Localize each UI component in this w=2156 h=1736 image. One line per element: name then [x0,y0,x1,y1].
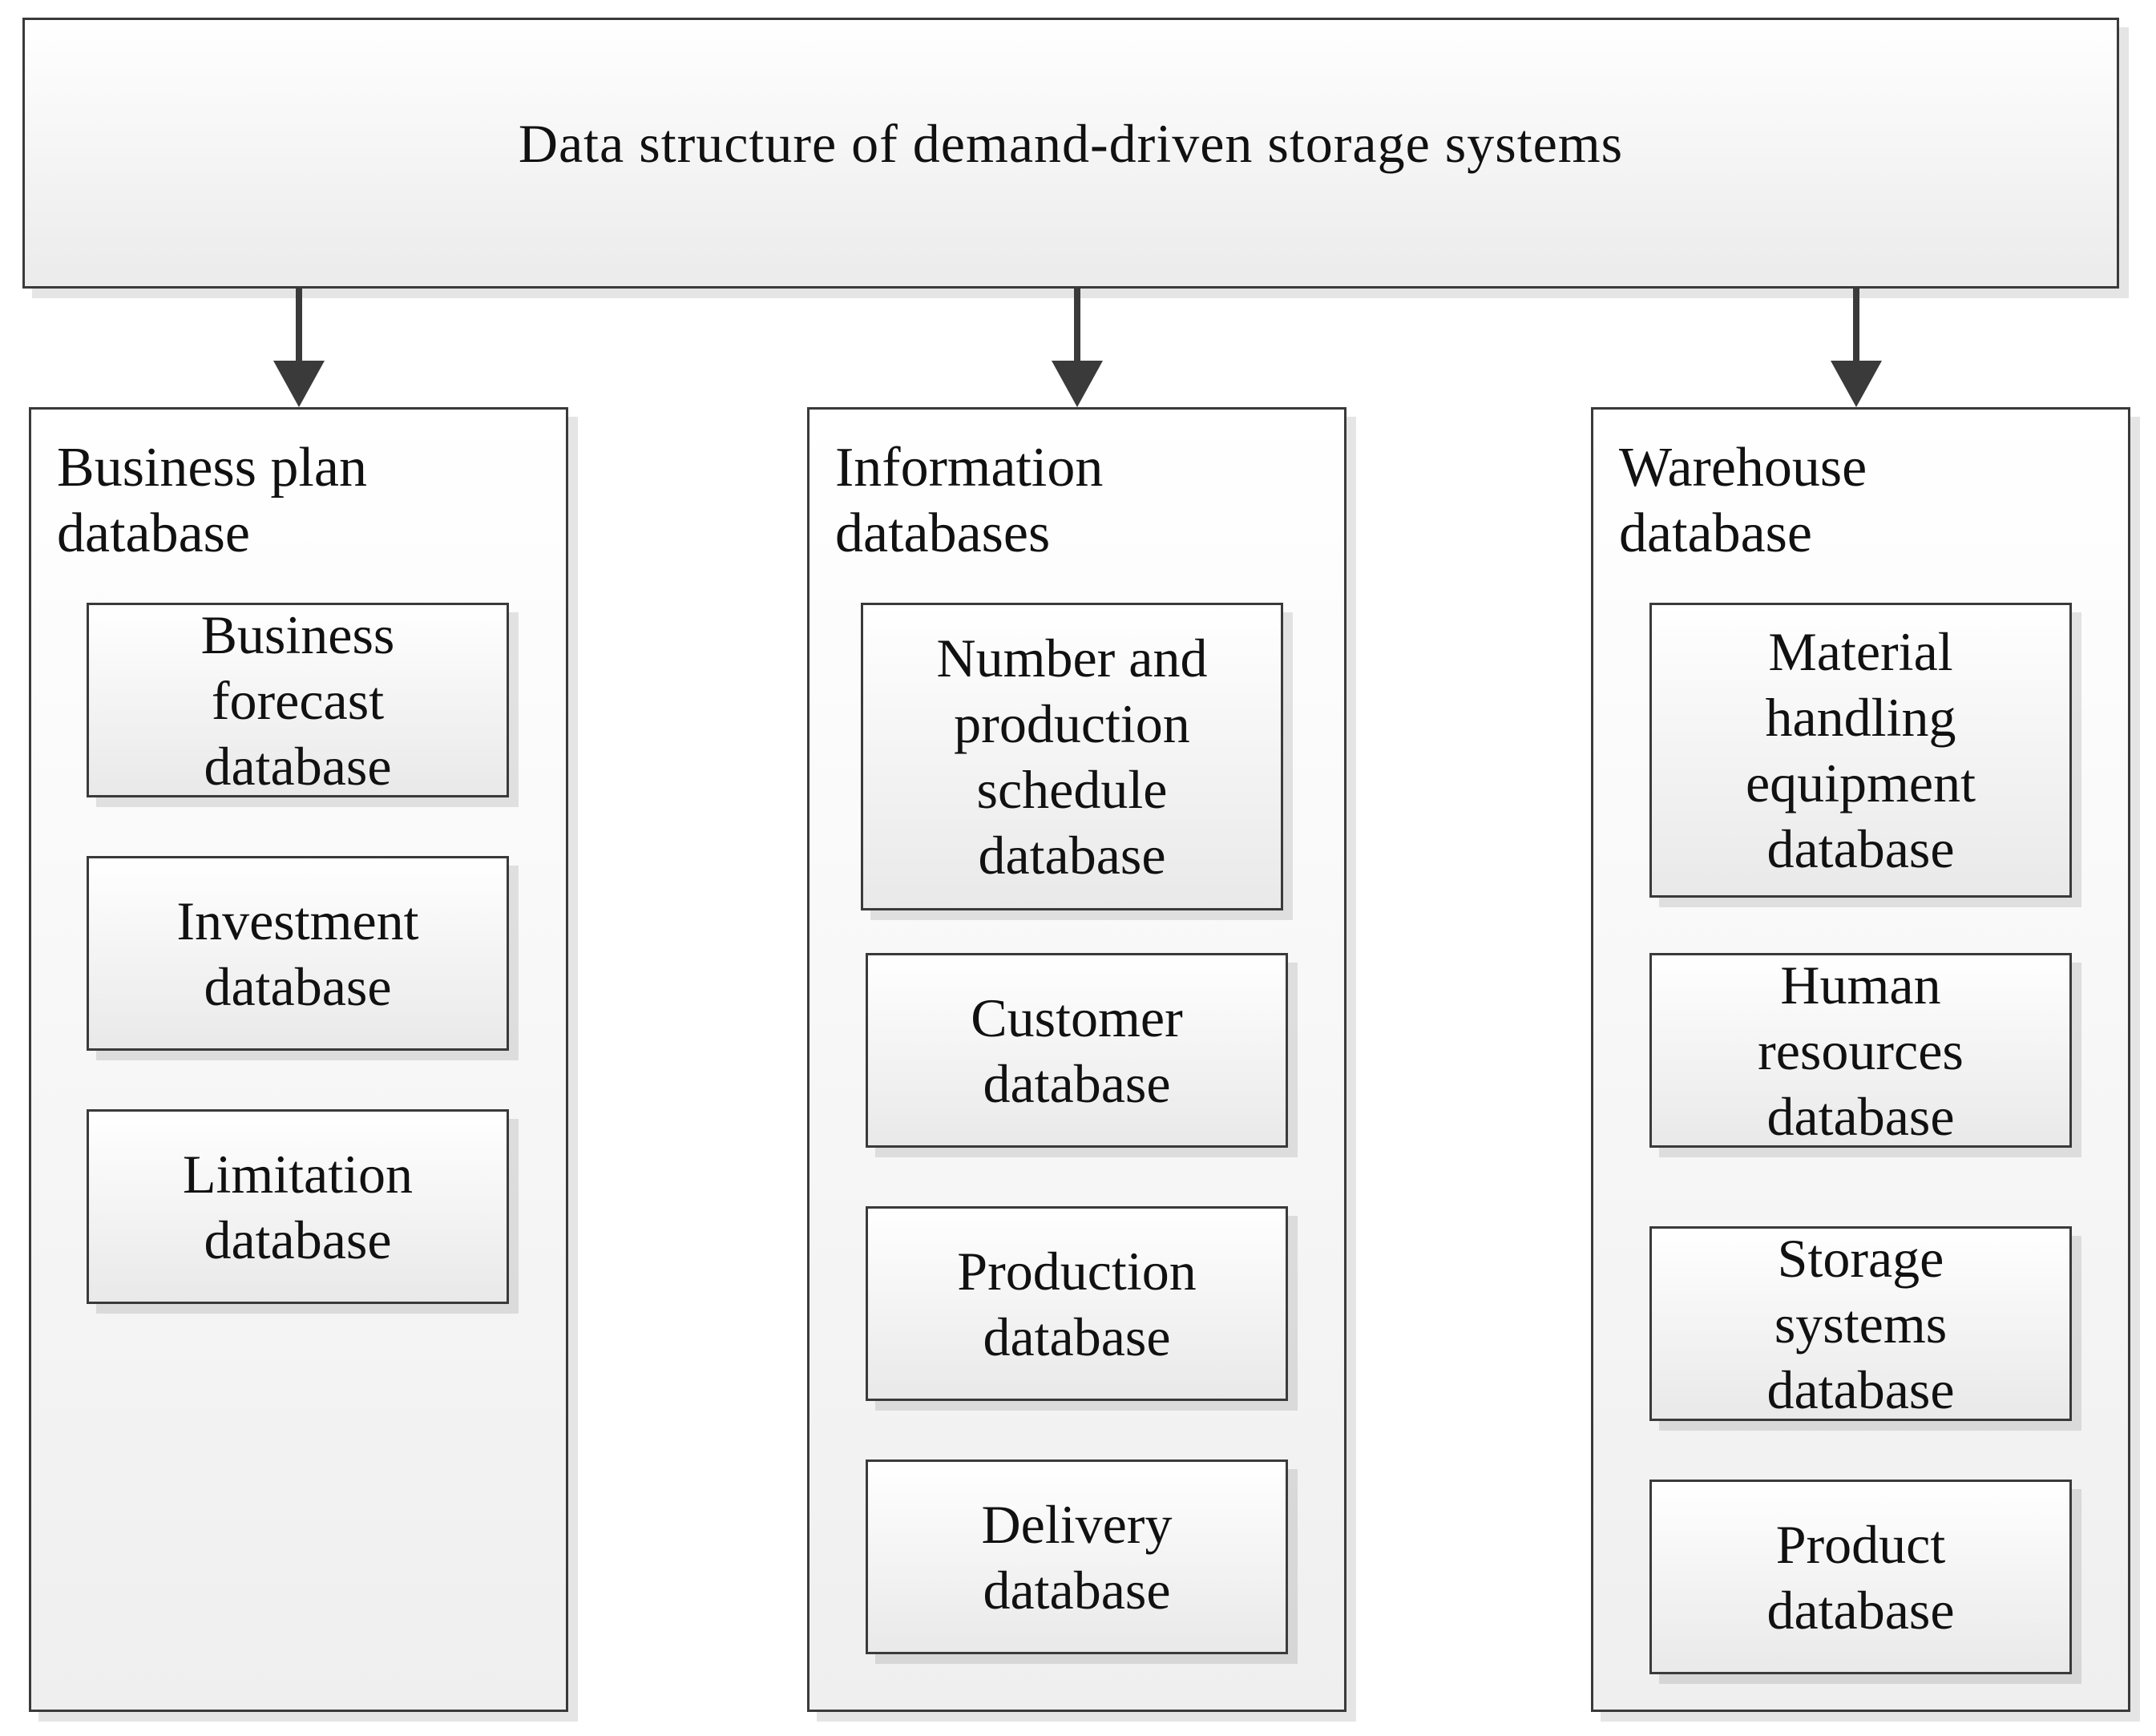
arrowhead-information [1052,361,1103,407]
production-database-node: Production database [866,1206,1288,1401]
business-forecast-database-node: Business forecast database [87,603,509,797]
node-label: Product database [1766,1513,1955,1641]
node-label: Human resources database [1758,954,1964,1147]
customer-database-node: Customer database [866,953,1288,1148]
storage-systems-database-node: Storage systems database [1649,1226,2072,1421]
group-title: Information databases [835,437,1104,564]
node-label: Investment database [176,890,419,1017]
arrowhead-business-plan [273,361,325,407]
human-resources-database-node: Human resources database [1649,953,2072,1148]
material-handling-equipment-database-node: Material handling equipment database [1649,603,2072,898]
group-title: Warehouse database [1619,437,1867,564]
node-label: Delivery database [981,1493,1173,1621]
delivery-database-node: Delivery database [866,1459,1288,1654]
node-label: Material handling equipment database [1745,621,1976,879]
diagram-title: Data structure of demand-driven storage … [518,112,1624,174]
product-database-node: Product database [1649,1480,2072,1674]
group-title: Business plan database [57,437,367,564]
node-label: Number and production schedule database [936,628,1208,886]
arrowhead-warehouse [1831,361,1882,407]
node-label: Business forecast database [200,604,395,797]
number-production-schedule-database-node: Number and production schedule database [861,603,1283,910]
node-label: Customer database [971,987,1183,1114]
node-label: Storage systems database [1766,1227,1955,1420]
root-node: Data structure of demand-driven storage … [22,18,2119,289]
investment-database-node: Investment database [87,856,509,1051]
node-label: Limitation database [182,1143,414,1270]
limitation-database-node: Limitation database [87,1109,509,1304]
node-label: Production database [957,1240,1197,1367]
